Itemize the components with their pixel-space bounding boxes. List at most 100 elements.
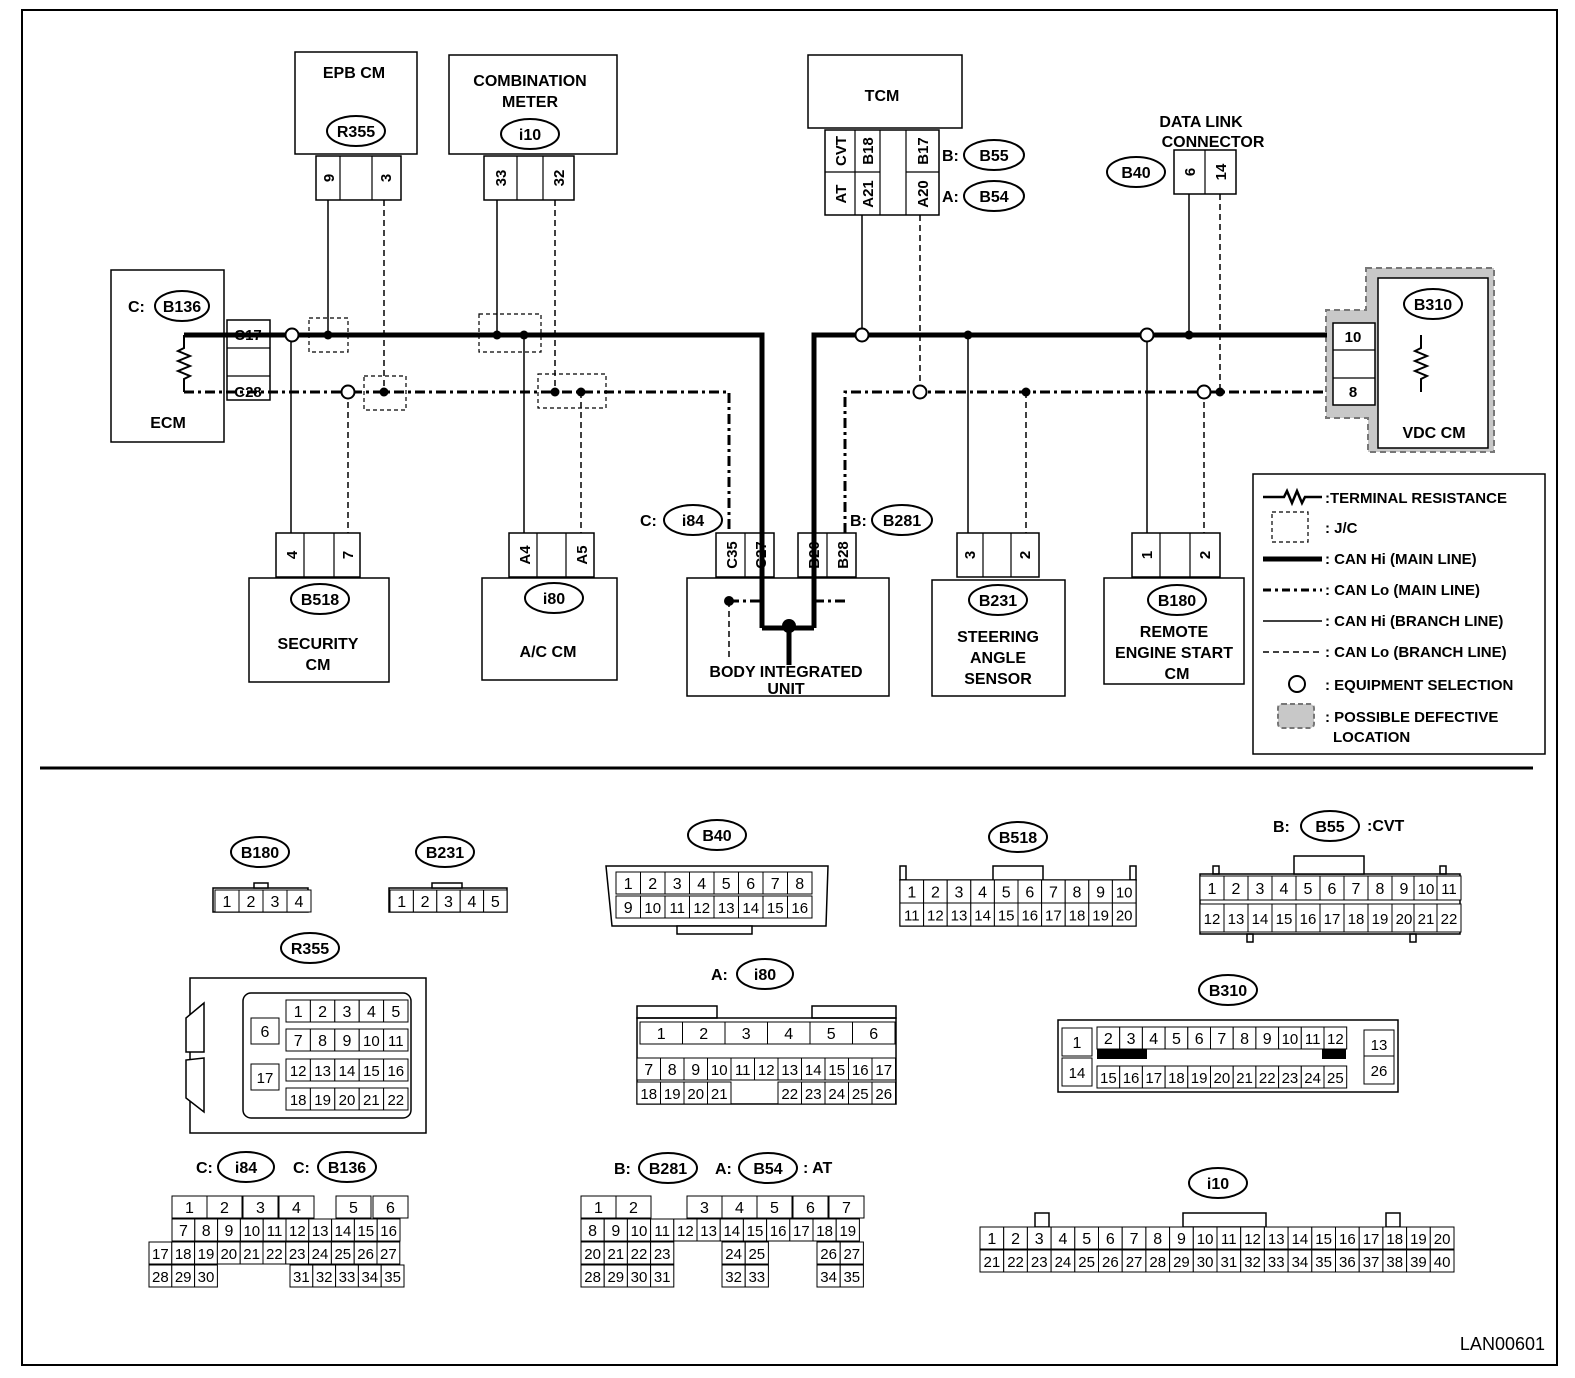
r355-pin-label: 13 <box>314 1063 331 1080</box>
b281-pin-label: 21 <box>607 1246 624 1263</box>
b310-pin-label: 12 <box>1327 1031 1344 1048</box>
i84-pin-label: 26 <box>357 1246 374 1263</box>
b281-pin-cell <box>839 1264 864 1288</box>
oval-i80-top <box>524 582 584 614</box>
biu-label-2: UNIT <box>767 681 805 698</box>
i10-pin-label: 18 <box>1386 1231 1403 1248</box>
security-cm-terminal-block <box>275 532 361 578</box>
oval-b518-top <box>290 583 350 615</box>
b55-pin-label: 4 <box>1280 881 1289 898</box>
i80-pin-label: 1 <box>657 1026 666 1043</box>
code-b54: B54 <box>979 189 1008 206</box>
security-cm-label-1: SECURITY <box>278 636 359 653</box>
i80-pin-label: 24 <box>828 1086 845 1103</box>
oval-b180-face <box>230 836 290 868</box>
vdc-cm-terminal-block <box>1332 322 1376 406</box>
i84-pin-label: 19 <box>198 1246 215 1263</box>
legend-defective-1: : POSSIBLE DEFECTIVE <box>1325 709 1498 726</box>
b55-pin-cell <box>1247 875 1273 901</box>
remote-start-terminal-block <box>1131 532 1221 578</box>
i84-pin-cell <box>376 1218 401 1242</box>
code-b136: B136 <box>163 299 201 316</box>
oval-b231-face <box>415 836 475 868</box>
b518-pin-label: 8 <box>1073 885 1082 902</box>
i80-pin-label: 14 <box>805 1062 822 1079</box>
b40-pin-cell <box>787 895 813 919</box>
b310-pin-label: 25 <box>1327 1070 1344 1087</box>
oval-b180-top <box>1147 584 1207 616</box>
legend-equipment-selection: : EQUIPMENT SELECTION <box>1325 677 1513 694</box>
pin-res-1: 1 <box>1139 551 1156 559</box>
b518-pin-cell <box>1111 902 1137 927</box>
b55-pin-label: 13 <box>1228 911 1245 928</box>
b310-pin-label: 15 <box>1100 1070 1117 1087</box>
r355-pin-label: 3 <box>343 1004 352 1021</box>
r355-pin-label: 11 <box>388 1033 404 1050</box>
security-cm-label-2: CM <box>306 657 331 674</box>
i84-pin-label: 35 <box>384 1269 401 1286</box>
i84-pin-label: 15 <box>357 1223 374 1240</box>
b518-pin-label: 13 <box>951 908 968 925</box>
pin-33: 33 <box>493 170 510 187</box>
i10-pin-label: 14 <box>1292 1231 1309 1248</box>
pin-c17: C17 <box>234 327 262 344</box>
i80-pin-label: 9 <box>691 1062 700 1079</box>
b518-pin-label: 20 <box>1116 908 1133 925</box>
b281-pin-label: 11 <box>654 1223 670 1240</box>
b40-pin-label: 7 <box>771 876 780 893</box>
i80-pin-label: 15 <box>828 1062 845 1079</box>
i10-pin-label: 32 <box>1244 1254 1261 1271</box>
b55-pin-label: 5 <box>1304 881 1313 898</box>
b281-pin-label: 35 <box>843 1269 860 1286</box>
pin-c35: C35 <box>724 541 741 569</box>
outer-frame <box>21 9 1558 1366</box>
r355-pin-label: 7 <box>294 1033 303 1050</box>
b55-pin-cell <box>1319 903 1345 933</box>
dlc-label-1: DATA LINK <box>1159 114 1243 131</box>
b518-pin-label: 7 <box>1049 885 1058 902</box>
b281-pin-label: 9 <box>611 1223 620 1240</box>
i80-pin-label: 3 <box>742 1026 751 1043</box>
b281-pin-label: 22 <box>631 1246 648 1263</box>
pin-sas-3: 3 <box>962 551 979 559</box>
i84-pin-label: 21 <box>243 1246 260 1263</box>
b310-pin-label: 20 <box>1214 1070 1231 1087</box>
i10-pin-label: 11 <box>1221 1231 1237 1248</box>
i10-pin-label: 39 <box>1410 1254 1427 1271</box>
b310-pin-label: 4 <box>1149 1031 1158 1048</box>
b518-pin-label: 14 <box>974 908 991 925</box>
b281-pin-label: 19 <box>839 1223 856 1240</box>
pin-b18: B18 <box>860 137 877 165</box>
equipment-selection-circles <box>284 327 1212 400</box>
prefix-b-b55-face: B: <box>1273 819 1290 836</box>
i10-pin-cell <box>1429 1226 1455 1250</box>
i80-pin-cell <box>852 1021 896 1045</box>
b55-pin-cell <box>1199 875 1225 901</box>
oval-b310-top <box>1403 288 1463 320</box>
i10-pin-label: 2 <box>1011 1231 1020 1248</box>
code-b231-face: B231 <box>426 845 464 862</box>
code-b281: B281 <box>883 513 921 530</box>
b55-pin-label: 19 <box>1372 911 1389 928</box>
i84-pin-label: 16 <box>380 1223 397 1240</box>
b281-pin-label: 25 <box>748 1246 765 1263</box>
oval-b231-top <box>968 584 1028 616</box>
pin-a20: A20 <box>915 180 932 208</box>
b55-pin-label: 14 <box>1252 911 1269 928</box>
oval-b136-face <box>317 1151 377 1183</box>
i84-pin-label: 1 <box>185 1200 194 1217</box>
pin-b28: B28 <box>835 541 852 569</box>
b281-pin-label: 17 <box>793 1223 810 1240</box>
b55-pin-label: 7 <box>1352 881 1361 898</box>
b281-pin-label: 16 <box>770 1223 787 1240</box>
b281-pin-label: 14 <box>723 1223 740 1240</box>
i84-pin-label: 33 <box>339 1269 356 1286</box>
i80-pin-label: 18 <box>640 1086 657 1103</box>
b55-pin-cell <box>1271 903 1297 933</box>
b180-pin-label: 4 <box>295 894 304 911</box>
b281-pin-cell <box>792 1195 829 1219</box>
oval-b281-face <box>638 1152 698 1184</box>
i10-pin-label: 31 <box>1221 1254 1238 1271</box>
b518-pin-label: 9 <box>1096 885 1105 902</box>
b310-pin-label: 14 <box>1069 1065 1086 1082</box>
